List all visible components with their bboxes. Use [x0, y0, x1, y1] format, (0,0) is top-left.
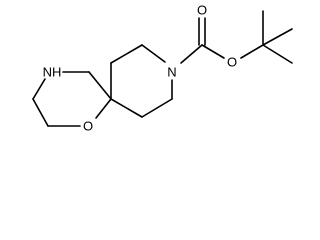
atom-o-ring: O [83, 119, 93, 134]
bond-o-spiro [95, 98, 112, 119]
bond-ch2-ch2 [32, 98, 49, 127]
bond-oester-cq [240, 44, 264, 59]
bond-c3-c4 [110, 44, 143, 64]
atom-o-ester: O [227, 55, 237, 70]
bond-spiro-c1 [110, 98, 143, 118]
bond-carbonyl-oester [201, 44, 225, 59]
bond-cq-me-bottom [262, 44, 293, 64]
bond-nh-ch2 [32, 78, 46, 100]
bond-spiro-ch2 [88, 71, 112, 100]
atom-nh: NH [43, 65, 62, 80]
atom-labels: O NH N O O [43, 3, 237, 134]
bond-n-carbonyl [180, 44, 203, 64]
atom-o-carbonyl: O [197, 3, 207, 18]
bond-cq-me-right [262, 28, 293, 46]
atom-n-piperidine: N [167, 65, 176, 80]
chemical-structure: O NH N O O [32, 3, 293, 134]
bond-n-c3 [141, 44, 166, 63]
bond-c1-c2 [141, 98, 173, 118]
bond-lines [32, 10, 293, 127]
